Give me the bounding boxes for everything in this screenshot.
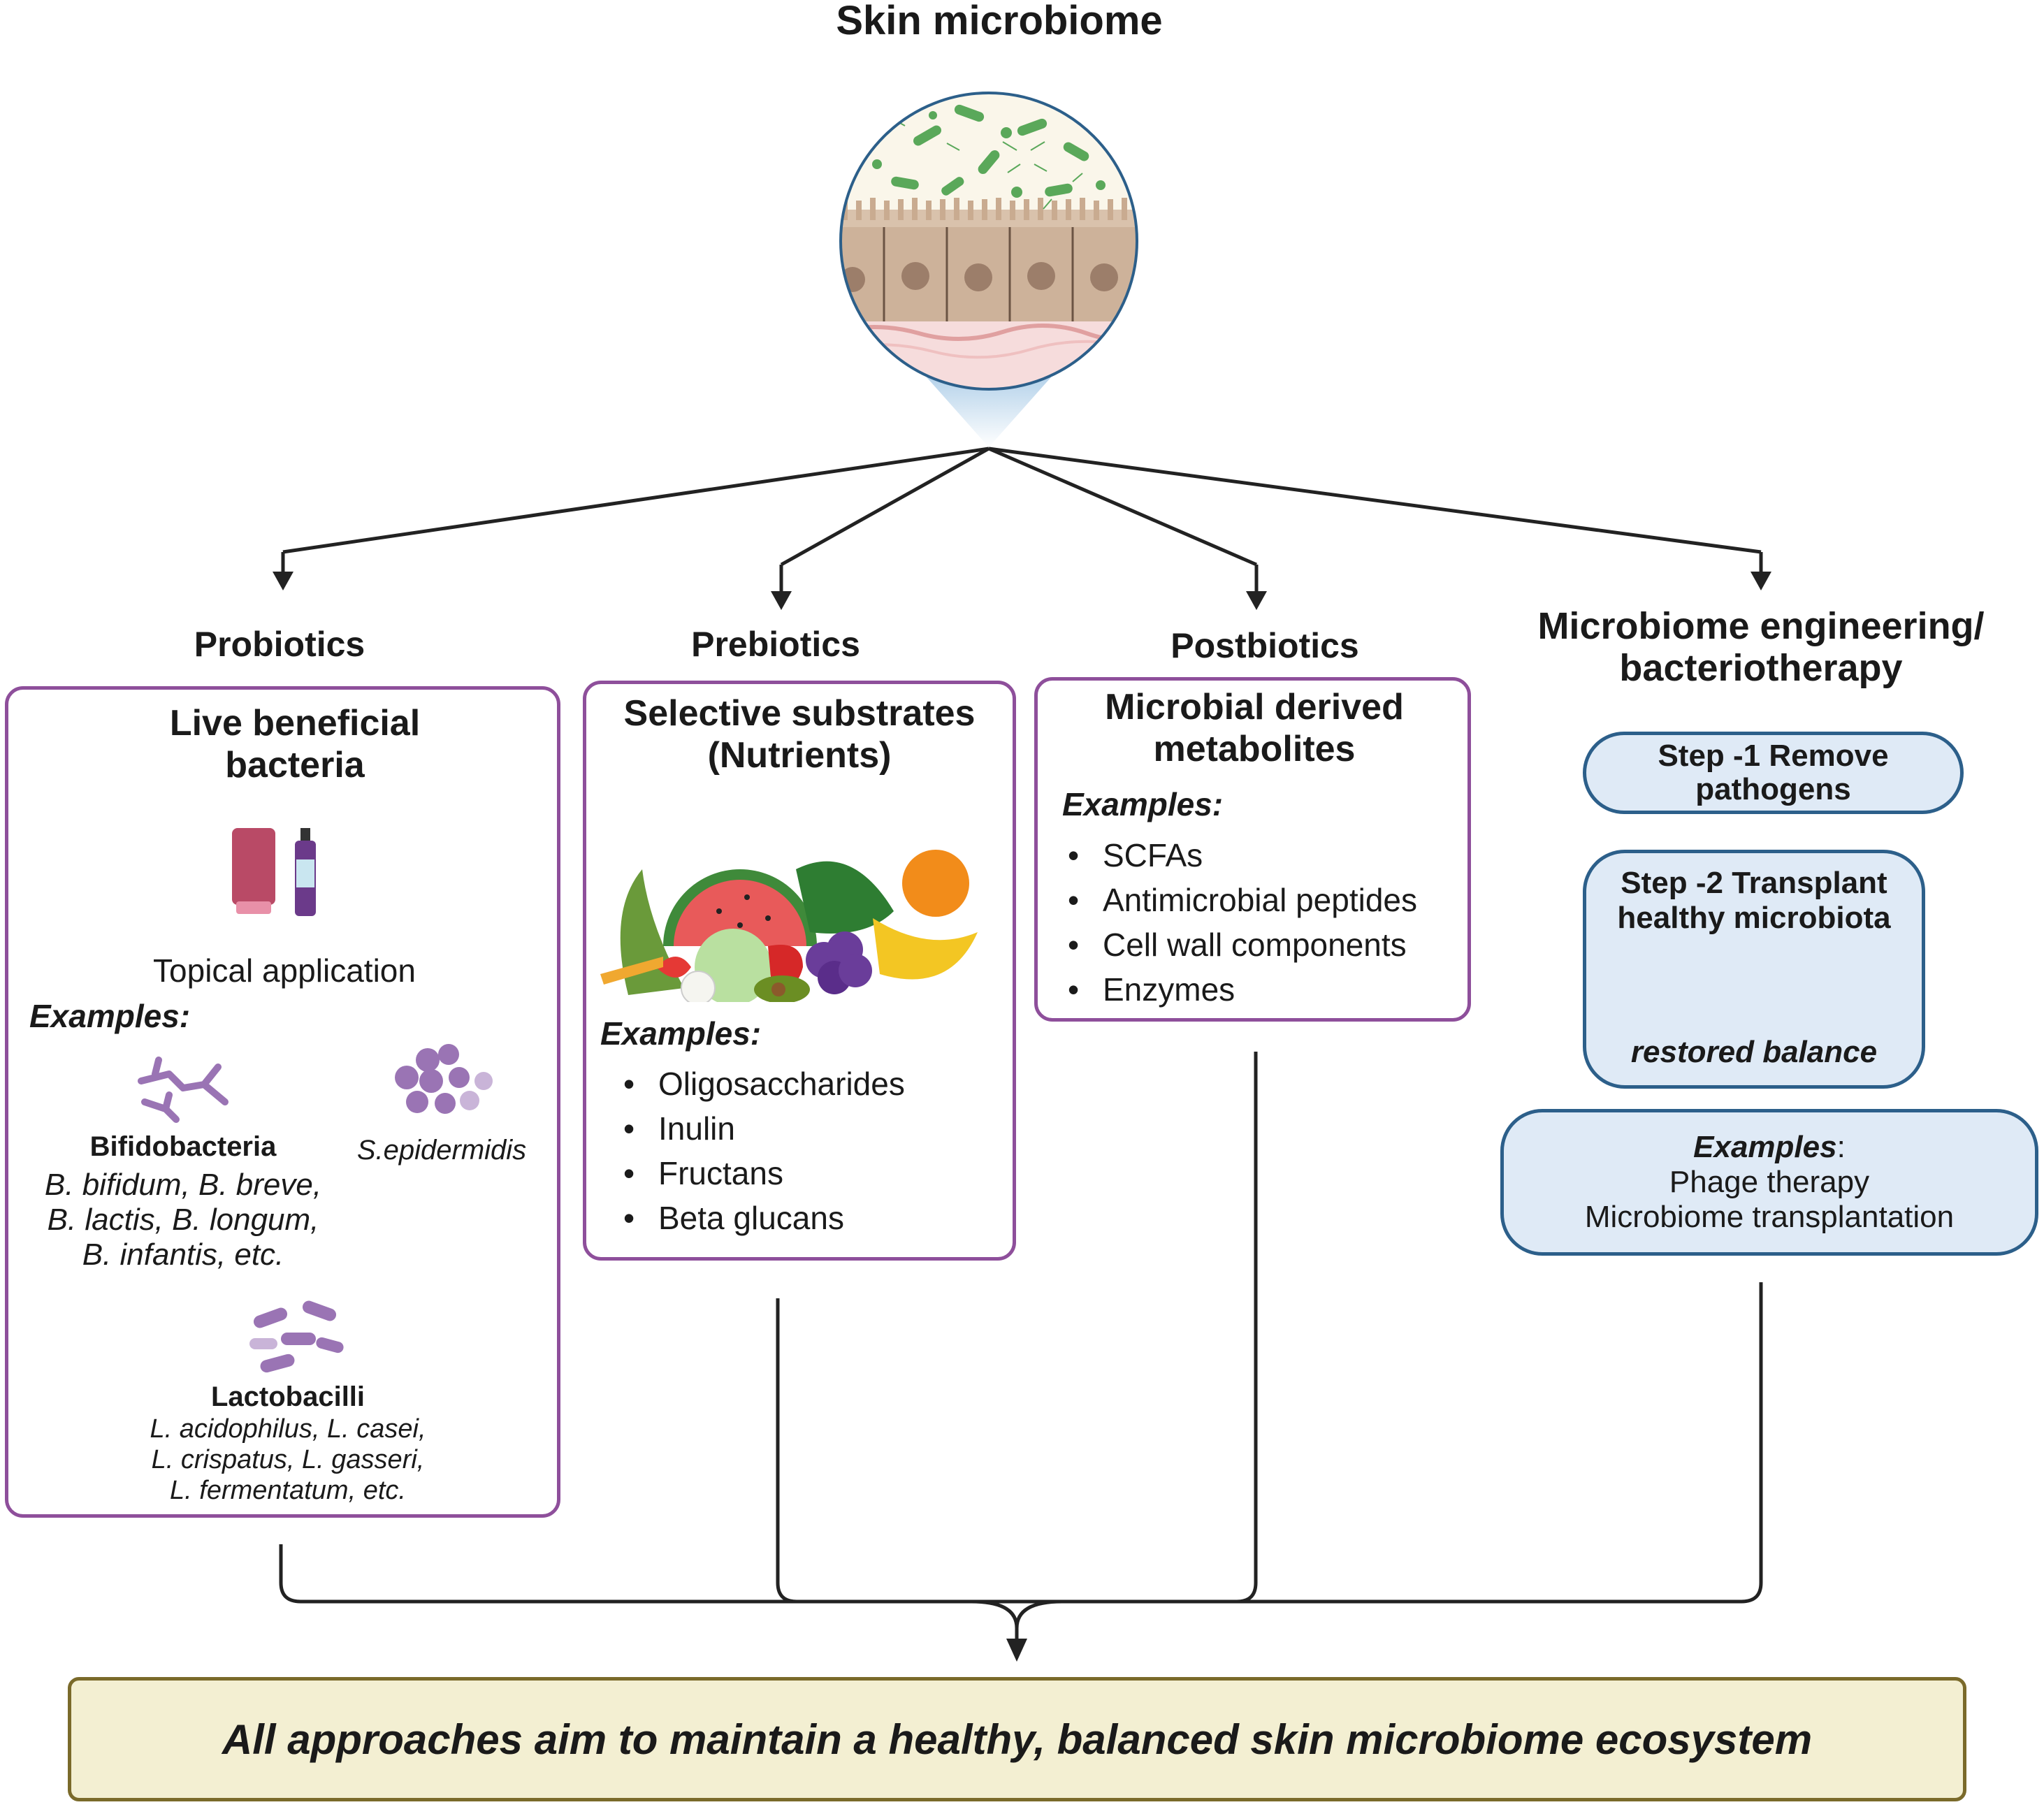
lactobacilli-icon	[249, 1300, 344, 1373]
step2-line: healthy microbiota	[1617, 901, 1891, 935]
step1-box: Step -1 Remove pathogens	[1583, 732, 1964, 814]
list-item: Antimicrobial peptides	[1062, 878, 1417, 922]
step2-line: Step -2 Transplant	[1621, 866, 1887, 900]
topical-application-label: Topical application	[153, 952, 416, 989]
list-item: Beta glucans	[618, 1196, 905, 1240]
engineering-heading-line: bacteriotherapy	[1619, 647, 1903, 689]
list-item: Fructans	[618, 1151, 905, 1196]
lacto-species-line: L. acidophilus, L. casei,	[150, 1414, 426, 1444]
probiotics-box: Live beneficial bacteria Topical applica…	[5, 686, 560, 1518]
prebiotics-box: Selective substrates (Nutrients) Example…	[583, 681, 1016, 1261]
engineering-heading-line: Microbiome engineering/	[1537, 605, 1985, 647]
engineering-heading: Microbiome engineering/ bacteriotherapy	[1495, 605, 2027, 689]
lactobacilli-species: L. acidophilus, L. casei, L. crispatus, …	[78, 1414, 498, 1506]
postbiotics-list: SCFAs Antimicrobial peptides Cell wall c…	[1062, 833, 1417, 1012]
diagram-title: Skin microbiome	[836, 0, 1163, 43]
lacto-species-line: L. fermentatum, etc.	[170, 1476, 406, 1505]
prebiotics-examples-label: Examples:	[600, 1015, 762, 1052]
skin-microbiome-illustration	[839, 92, 1138, 447]
lactobacilli-label: Lactobacilli	[210, 1381, 365, 1412]
list-item: Phage therapy	[1669, 1165, 1870, 1199]
bifido-species-line: B. bifidum, B. breve,	[44, 1168, 322, 1202]
postbiotics-heading: Postbiotics	[1170, 626, 1359, 665]
bifidobacteria-species: B. bifidum, B. breve, B. lactis, B. long…	[8, 1168, 358, 1272]
lacto-species-line: L. crispatus, L. gasseri,	[151, 1445, 425, 1474]
list-item: Inulin	[618, 1106, 905, 1151]
prebiotics-heading: Prebiotics	[691, 625, 860, 664]
examples-colon: :	[1836, 1130, 1846, 1164]
step1-line: Step -1 Remove	[1658, 739, 1889, 773]
postbiotics-box: Microbial derived metabolites Examples: …	[1034, 677, 1471, 1022]
fruits-vegetables-icon	[600, 850, 978, 1002]
bifido-species-line: B. infantis, etc.	[82, 1238, 284, 1272]
list-item: Microbiome transplantation	[1584, 1200, 1955, 1234]
postbiotics-examples-label: Examples:	[1062, 786, 1224, 822]
conclusion-box: All approaches aim to maintain a healthy…	[68, 1677, 1966, 1801]
prebiotics-box-title: Selective substrates (Nutrients)	[623, 693, 976, 776]
engineering-examples-heading: Examples:	[1693, 1130, 1846, 1165]
restored-balance-label: restored balance	[1630, 1035, 1878, 1069]
list-item: Oligosaccharides	[618, 1061, 905, 1106]
engineering-examples-label: Examples	[1693, 1130, 1837, 1164]
s-epidermidis-icon	[395, 1044, 493, 1114]
probiotics-examples-label: Examples:	[29, 998, 191, 1034]
postbiotics-box-title: Microbial derived metabolites	[1105, 687, 1404, 769]
bifidobacteria-icon	[138, 1057, 229, 1123]
engineering-examples-box: Examples: Phage therapy Microbiome trans…	[1500, 1109, 2038, 1256]
list-item: Cell wall components	[1062, 922, 1417, 967]
step2-box: Step -2 Transplant healthy microbiota re…	[1583, 850, 1925, 1089]
bifido-species-line: B. lactis, B. longum,	[47, 1203, 319, 1237]
list-item: Enzymes	[1062, 967, 1417, 1012]
s-epidermidis-label: S.epidermidis	[356, 1135, 527, 1166]
conclusion-text: All approaches aim to maintain a healthy…	[222, 1715, 1813, 1763]
step1-line: pathogens	[1695, 772, 1851, 806]
topical-products-icon	[232, 828, 316, 916]
list-item: SCFAs	[1062, 833, 1417, 878]
probiotics-box-title: Live beneficial bacteria	[169, 703, 421, 785]
prebiotics-list: Oligosaccharides Inulin Fructans Beta gl…	[618, 1061, 905, 1240]
probiotics-heading: Probiotics	[194, 625, 365, 664]
bifidobacteria-label: Bifidobacteria	[89, 1131, 277, 1162]
